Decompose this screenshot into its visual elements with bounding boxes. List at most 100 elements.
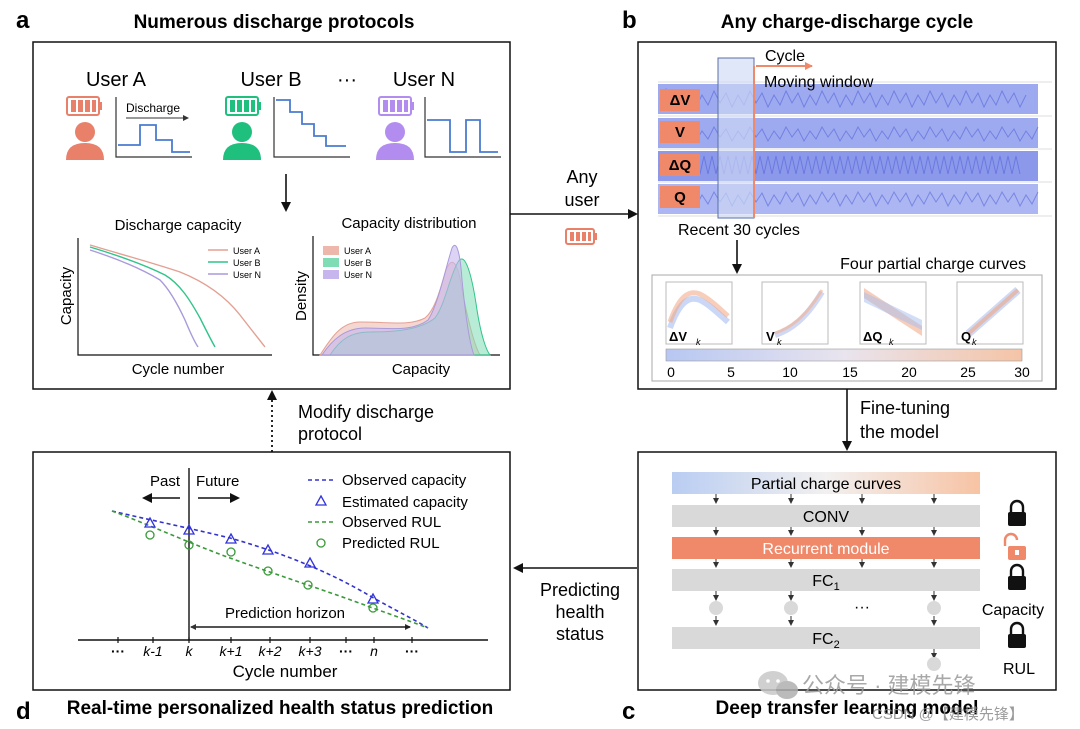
watermark-text: 公众号 · 建模先锋 <box>802 673 976 698</box>
predicted-rul-markers <box>145 530 378 613</box>
recurrent-layer <box>672 537 980 559</box>
colorbar-tick: 20 <box>901 364 917 380</box>
fine-tuning-label-1: Fine-tuning <box>860 398 950 418</box>
recurrent-layer-label: Recurrent module <box>762 541 889 558</box>
estimated-capacity-marker <box>224 532 238 544</box>
panel-a-frame <box>32 41 511 390</box>
curve-user-n <box>89 249 199 348</box>
feature-strips <box>658 81 1052 217</box>
mini-label-q: Q <box>961 329 971 344</box>
capacity-distribution-chart: Capacity distribution Density Capacity U… <box>293 215 500 378</box>
future-label: Future <box>196 473 239 490</box>
fc2-layer-label: FC2 <box>812 631 839 651</box>
discharge-capacity-ylabel: Capacity <box>58 266 75 325</box>
observed-capacity-line <box>111 510 429 629</box>
lock-icon <box>1008 499 1026 526</box>
tick-label: n <box>370 643 378 659</box>
user-a-avatar <box>66 96 104 160</box>
observed-rul-line <box>111 510 429 629</box>
colorbar-tick: 0 <box>667 364 675 380</box>
any-user-label-1: Any <box>566 167 597 187</box>
lock-icon <box>1008 621 1026 648</box>
mini-label-dv: ΔV <box>669 329 687 344</box>
discharge-capacity-chart: Discharge capacity Capacity Cycle number… <box>58 217 272 378</box>
feature-tag-q-label: Q <box>674 189 686 206</box>
unlock-icon <box>1003 532 1026 560</box>
discharge-legend: User A User B User N <box>208 246 261 280</box>
lock-icon <box>1008 563 1026 590</box>
tick-label: k+3 <box>299 643 322 659</box>
panel-d-title: Real-time personalized health status pre… <box>67 698 494 719</box>
discharge-capacity-title: Discharge capacity <box>115 217 242 234</box>
watermark: 公众号 · 建模先锋 CSDN @【建模先锋】 <box>758 671 1024 723</box>
predicted-rul-marker <box>226 547 236 557</box>
panel-c-title: Deep transfer learning model <box>716 698 979 719</box>
person-head-icon <box>385 122 405 142</box>
estimated-capacity-marker <box>303 556 317 568</box>
panel-a-title: Numerous discharge protocols <box>134 12 415 33</box>
fine-tuning-flow: Fine-tuning the model <box>842 389 950 451</box>
estimated-capacity-markers <box>143 516 380 604</box>
panel-b-title: Any charge-discharge cycle <box>721 12 973 33</box>
feature-tag-q <box>660 186 700 208</box>
density-user-n <box>321 244 475 356</box>
feature-tag-v <box>660 121 700 143</box>
fc2-subscript: 2 <box>834 639 840 651</box>
user-b-avatar <box>223 96 261 160</box>
mini-sub-q: k <box>972 337 977 347</box>
legend-user-b: User B <box>233 258 261 268</box>
moving-window <box>717 57 755 219</box>
mini-plot-dv: ΔV k <box>665 281 733 347</box>
person-body-icon <box>223 143 261 160</box>
user-b-name: User B <box>240 69 301 91</box>
feature-tags: ΔV V ΔQ Q <box>660 89 700 208</box>
fc2-text: FC <box>812 631 833 648</box>
curve-user-a <box>89 244 266 348</box>
panel-a-letter: a <box>16 7 30 34</box>
person-head-icon <box>75 122 95 142</box>
fc1-layer <box>672 569 980 591</box>
capacity-output-label: Capacity <box>982 602 1044 619</box>
colorbar-ticks: 0 5 10 15 20 25 30 <box>667 364 1030 380</box>
colorbar-tick: 10 <box>782 364 798 380</box>
capacity-distribution-ylabel: Density <box>293 270 310 321</box>
tick-label: k-1 <box>143 643 162 659</box>
mini-label-v: V <box>766 329 775 344</box>
panel-d-letter: d <box>16 698 31 725</box>
conv-layer <box>672 505 980 527</box>
battery-tip <box>99 102 102 110</box>
prediction-legend: Observed capacity Estimated capacity Obs… <box>308 472 468 552</box>
legend-observed-rul: Observed RUL <box>342 514 441 531</box>
feature-tag-dq-label: ΔQ <box>669 157 692 174</box>
panel-c: c Deep transfer learning model Partial c… <box>622 451 1057 725</box>
tick-label: k+2 <box>259 643 282 659</box>
prediction-xlabel: Cycle number <box>233 662 338 681</box>
fc1-subscript: 1 <box>834 581 840 593</box>
panel-a: a Numerous discharge protocols User A Us… <box>16 7 511 390</box>
protocol-plot-n <box>424 97 501 158</box>
user-n-avatar <box>376 96 414 160</box>
four-curves-label: Four partial charge curves <box>840 256 1026 273</box>
estimated-capacity-marker <box>182 523 196 535</box>
person-body-icon <box>376 143 414 160</box>
capacity-node <box>927 601 941 615</box>
partial-curves-layer-label: Partial charge curves <box>751 476 901 493</box>
tick-labels: ··· k-1 k k+1 k+2 k+3 ··· n ··· <box>111 643 419 659</box>
tick-label: ··· <box>339 643 353 659</box>
colorbar-tick: 30 <box>1014 364 1030 380</box>
rul-output-label: RUL <box>1003 661 1035 678</box>
feature-tag-dv <box>660 89 700 111</box>
legend-predicted-rul: Predicted RUL <box>342 535 440 552</box>
partial-curves-layer <box>672 472 980 494</box>
panel-d-frame <box>32 451 511 691</box>
legend-user-a: User A <box>233 246 260 256</box>
cycle-label: Cycle <box>765 48 805 65</box>
discharge-label: Discharge <box>126 101 180 115</box>
protocol-plot-a: Discharge <box>115 97 192 158</box>
any-user-flow: Any user <box>510 167 638 245</box>
layer-arrows <box>713 494 937 659</box>
estimated-capacity-marker <box>261 543 275 555</box>
user-n-name: User N <box>393 69 455 91</box>
predicted-rul-marker <box>184 540 194 550</box>
tick-label: ··· <box>111 643 125 659</box>
